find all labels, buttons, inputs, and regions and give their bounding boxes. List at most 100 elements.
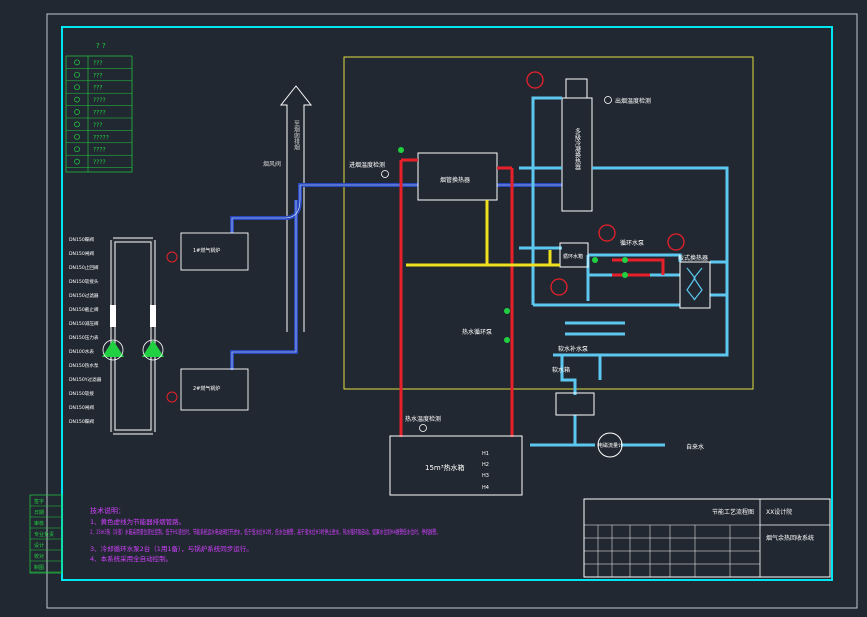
notes-title: 技术说明： (90, 506, 125, 515)
exhaust-stack-label: 至烟囱排烟 (293, 120, 300, 151)
legend-symbol-icon (74, 109, 80, 115)
level-h3: H3 (482, 473, 489, 479)
legend-symbol-icon (74, 158, 80, 165)
pipe-fitting-label: DN150截止阀 (69, 306, 99, 313)
pressure-gauge-icon (550, 278, 568, 296)
tank-label: 15m³热水箱 (425, 463, 465, 472)
hot-pump-label: 热水循环泵 (462, 328, 492, 336)
pipe-fitting-label: DN100水表 (69, 348, 94, 355)
plate-hx-label: 板式换热器 (678, 254, 708, 262)
pump-icon (504, 337, 510, 343)
pipe-fitting-label: DN150减压阀 (69, 320, 99, 327)
condenser (561, 97, 593, 212)
tank-temp-label: 热水温度检测 (405, 415, 441, 423)
title-block: 节能工艺流程图 XX设计院 烟气余热回收系统 (583, 498, 831, 578)
pipe-fitting-label: DN150止回阀 (69, 264, 99, 271)
pipe-fitting-label: DN150软接 (69, 390, 94, 397)
burner-2-icon (166, 391, 178, 403)
pump-icon (592, 257, 598, 263)
plate-heat-exchanger (679, 261, 711, 309)
tap-water-label: 自来水 (686, 443, 704, 451)
condenser-top (565, 78, 588, 99)
level-h4: H4 (482, 485, 489, 491)
approval-row-label: 专业负责 (34, 531, 54, 538)
legend-symbol-icon (74, 146, 80, 153)
approval-row-label: 审核 (34, 520, 44, 527)
legend-row-label: ??? (93, 60, 103, 67)
legend-symbol-icon (74, 84, 80, 91)
softener-pump-label: 软水补水泵 (558, 345, 588, 353)
exhaust-temp-label: 进烟温度检测 (349, 161, 385, 169)
outlet-temp-label: 出烟温度检测 (615, 97, 651, 105)
pump-icon (622, 257, 628, 263)
boiler-1-label: 1#燃气锅炉 (193, 247, 220, 254)
boiler-2-label: 2#燃气锅炉 (193, 385, 220, 392)
pipe-fitting-label: DN150闸阀 (69, 404, 94, 411)
pressure-gauge-icon (526, 71, 544, 89)
legend-row-label: ??? (93, 122, 103, 129)
approval-row-label: 日期 (34, 510, 44, 516)
approval-row-label: 校对 (34, 553, 44, 560)
project-title: 节能工艺流程图 (712, 508, 754, 516)
legend-symbol-icon (74, 121, 80, 128)
level-h2: H2 (482, 462, 489, 468)
outlet-sensor-icon (604, 96, 612, 104)
outer-border (46, 13, 858, 609)
note-1: 1、黄色虚线为节能器排烟管路。 (90, 517, 185, 526)
boiler-2 (180, 368, 249, 411)
pressure-gauge-icon (667, 233, 685, 251)
technical-notes: 技术说明： 1、黄色虚线为节能器排烟管路。 2、15m3热（冷液）水箱采用液位液… (90, 506, 440, 563)
pipe-fitting-label: DN150蝶阀 (69, 418, 94, 425)
circ-tank-label: 循环水箱 (563, 253, 583, 260)
softener-label: 软水箱 (552, 366, 570, 374)
drawing-name: 烟气余热回收系统 (766, 534, 814, 542)
red-circuit (399, 158, 665, 437)
pump-icon (622, 272, 628, 278)
legend-row-label: ????? (93, 134, 109, 141)
pump-station (102, 237, 164, 435)
flue-heat-exchanger (417, 152, 498, 201)
legend-table: ? ? ????????????????????????????????? (65, 42, 133, 173)
legend-row-label: ???? (93, 97, 106, 104)
boiler-1 (180, 232, 249, 271)
approval-row-label: 设计 (34, 542, 44, 549)
cyan-circuit (519, 96, 729, 447)
softener-tank (555, 392, 595, 416)
drawing-frame (61, 26, 833, 581)
pump-2-icon (142, 340, 164, 357)
flue-hx-label: 烟管换热器 (440, 176, 470, 184)
legend-header: ? ? (96, 42, 106, 50)
pump-icon (504, 308, 510, 314)
pipe-fitting-label: DN150闸阀 (69, 250, 94, 257)
legend-row-label: ??? (93, 72, 103, 79)
energy-saver-boundary (343, 56, 754, 390)
hot-water-tank (389, 435, 523, 496)
pipe-fitting-label: DN150Y过滤器 (69, 376, 102, 383)
legend-symbol-icon (74, 71, 80, 78)
legend-symbol-icon (74, 59, 80, 66)
legend-row-label: ???? (93, 147, 106, 154)
pipe-fitting-label: DN150蝶阀 (69, 236, 94, 243)
pipe-fitting-label: DN150过滤器 (69, 292, 99, 299)
temp-sensor-icon (381, 170, 389, 178)
condenser-label: 多级冷凝换热器 (574, 127, 581, 171)
tank-sensor-icon (419, 424, 427, 432)
company-name: XX设计院 (766, 508, 792, 516)
pressure-gauge-icon (598, 224, 616, 242)
legend-row-label: ???? (93, 110, 106, 117)
legend-symbol-icon (74, 133, 80, 140)
approval-row-label: 签字 (34, 498, 44, 505)
legend-symbol-icon (74, 96, 80, 103)
pipe-fitting-label: DN150软接头 (69, 278, 99, 285)
circ-pump-label: 循环水泵 (620, 239, 644, 247)
legend-row-label: ??? (93, 85, 103, 92)
pump-icon (398, 147, 404, 153)
circ-tank (559, 242, 589, 268)
pipe-fitting-label: DN150热水泵 (69, 362, 99, 369)
flow-meter-icon (597, 432, 623, 458)
note-2: 2、15m3热（冷液）水箱采用液位液位控制。低于H1液位时，节能系统运水电动阀打… (90, 527, 440, 536)
yellow-circuit (406, 200, 560, 267)
smoke-valve-label: 烟风阀 (263, 160, 281, 168)
